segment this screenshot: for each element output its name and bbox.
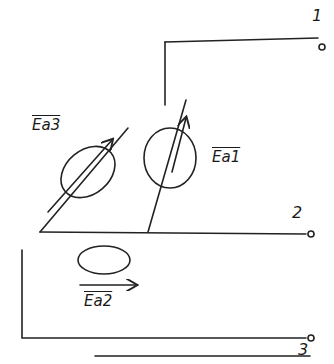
winding <box>78 246 130 274</box>
bus-line <box>22 250 306 338</box>
emf-label: Ea2 <box>84 294 112 309</box>
bus-line <box>95 355 310 357</box>
terminal-number: 3 <box>298 342 308 358</box>
winding <box>144 128 196 188</box>
terminal <box>319 44 325 50</box>
emf-arrow <box>48 140 112 212</box>
wire <box>164 42 166 105</box>
emf-arrow <box>172 118 186 172</box>
terminal-number: 2 <box>292 205 302 221</box>
bus-line <box>40 232 306 234</box>
wire <box>148 100 186 232</box>
emf-arrow <box>80 284 136 286</box>
terminal <box>308 231 314 237</box>
terminal <box>308 335 314 341</box>
bus-line <box>165 38 318 42</box>
emf-label: Ea1 <box>212 150 240 165</box>
emf-label: Ea3 <box>32 118 60 133</box>
wire <box>40 128 128 232</box>
terminal-number: 1 <box>312 8 322 24</box>
